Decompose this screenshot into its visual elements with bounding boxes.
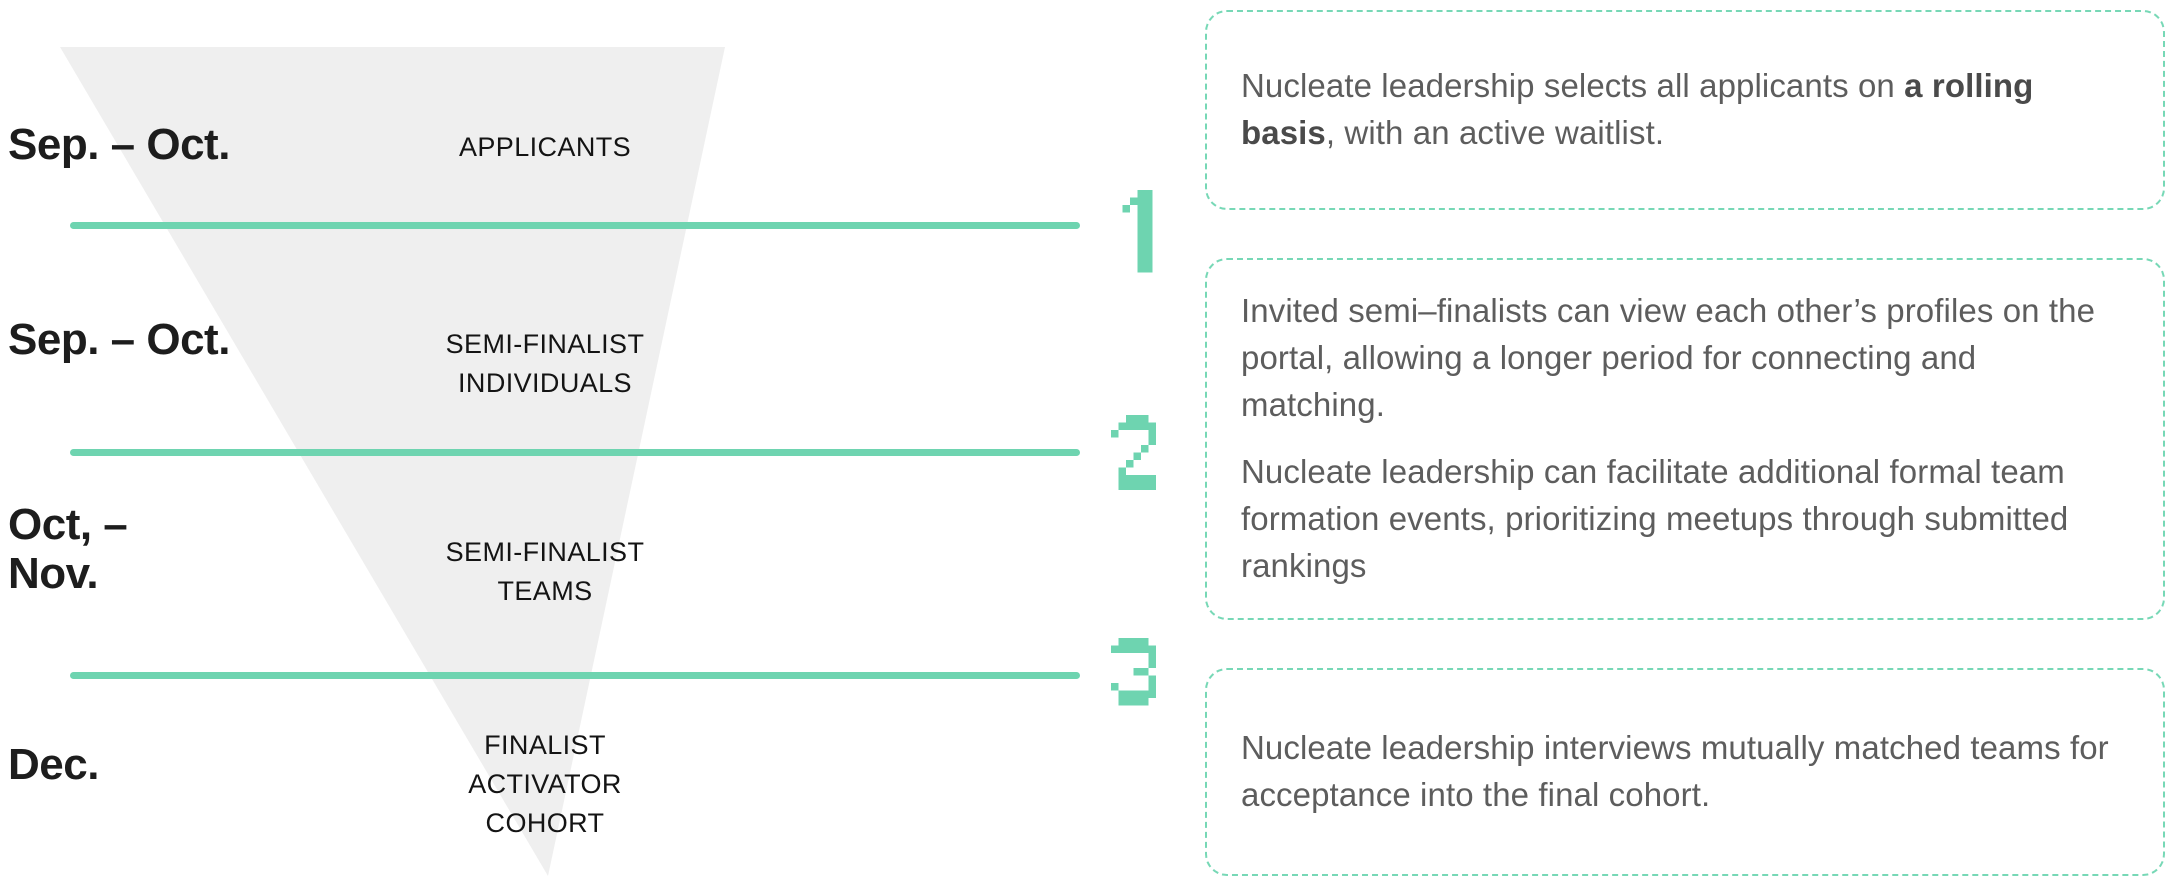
step-number-3: [1096, 638, 1186, 728]
note-paragraph: Nucleate leadership selects all applican…: [1241, 67, 2034, 151]
note-paragraph: Invited semi–finalists can view each oth…: [1241, 292, 2096, 424]
pixel-digit-two-icon: [1111, 415, 1156, 490]
note-paragraph: Nucleate leadership interviews mutually …: [1241, 729, 2109, 813]
notes-column: Nucleate leadership selects all applican…: [1205, 0, 2165, 886]
stage-label-applicants: APPLICANTS: [458, 132, 632, 162]
note-emphasis: a rolling basis: [1241, 67, 2034, 151]
stage-date-4: Dec.: [8, 740, 99, 789]
step-number-2: [1096, 415, 1186, 505]
note-card-1: Nucleate leadership selects all applican…: [1205, 10, 2165, 210]
step-number-1: [1096, 190, 1186, 280]
stage-label-semi-finalist-teams: SEMI-FINALIST TEAMS: [445, 537, 645, 607]
pixel-digit-one-icon: [1122, 190, 1153, 273]
note-card-3: Nucleate leadership interviews mutually …: [1205, 668, 2165, 876]
stage-label-finalist-activator-cohort: FINALIST ACTIVATOR COHORT: [468, 730, 622, 839]
pixel-digit-three-icon: [1111, 638, 1156, 706]
stage-label-semi-finalist-individuals: SEMI-FINALIST INDIVIDUALS: [445, 329, 645, 399]
stage-date-2: Sep. – Oct.: [8, 315, 230, 364]
stage-divider-2: [70, 449, 1080, 456]
stage-date-1: Sep. – Oct.: [8, 120, 230, 169]
note-card-2: Invited semi–finalists can view each oth…: [1205, 258, 2165, 620]
stage-divider-1: [70, 222, 1080, 229]
note-paragraph: Nucleate leadership can facilitate addit…: [1241, 453, 2069, 584]
stage-date-3: Oct, – Nov.: [8, 500, 128, 599]
stage-divider-3: [70, 672, 1080, 679]
